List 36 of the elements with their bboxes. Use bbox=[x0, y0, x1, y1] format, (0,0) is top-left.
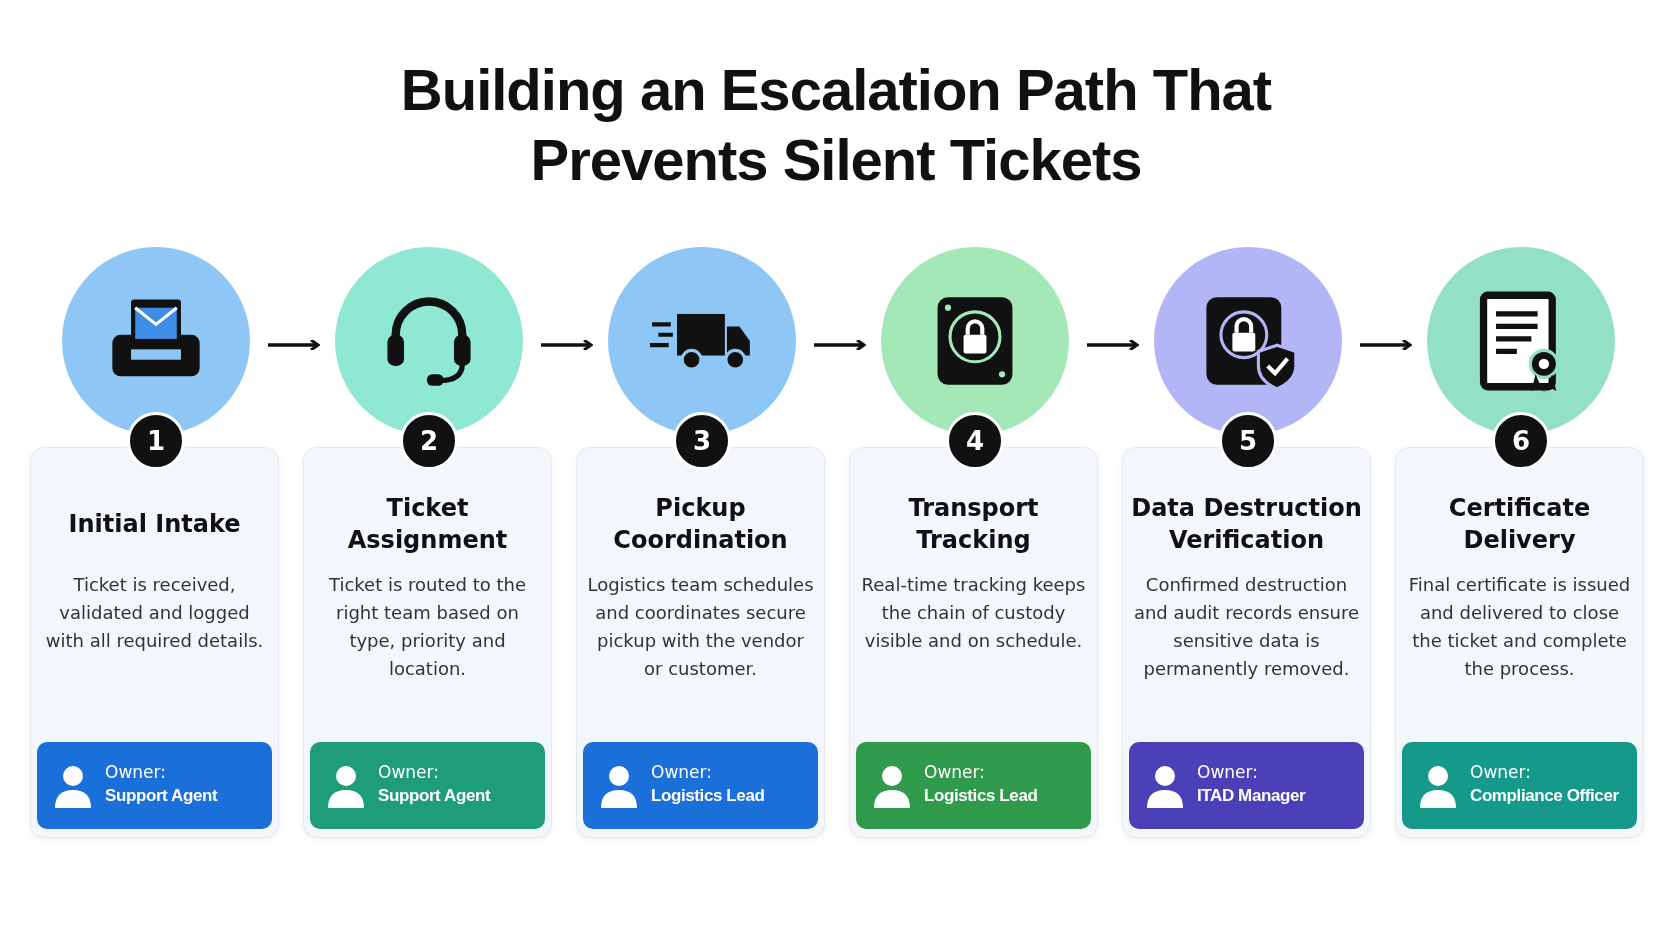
owner-name: Support Agent bbox=[105, 786, 218, 806]
step-description: Real-time tracking keeps the chain of custody visible and on schedule. bbox=[860, 573, 1087, 653]
step-title: Certificate Delivery bbox=[1447, 493, 1592, 556]
step-title: Initial Intake bbox=[68, 509, 241, 540]
owner-label: Owner: bbox=[1470, 762, 1531, 782]
step-description: Ticket is routed to the right team based on type, priority and location. bbox=[327, 573, 528, 681]
owner-badge bbox=[310, 742, 545, 829]
owner-name: Compliance Officer bbox=[1470, 786, 1619, 806]
owner-name: Support Agent bbox=[378, 786, 491, 806]
arrow bbox=[541, 338, 593, 352]
owner-badge bbox=[1402, 742, 1637, 829]
arrow bbox=[814, 338, 866, 352]
owner-name: ITAD Manager bbox=[1197, 786, 1306, 806]
step-description: Ticket is received, validated and logged with all required details. bbox=[44, 573, 265, 653]
title: Building an Escalation Path That Prevents Silent Tickets bbox=[399, 56, 1273, 194]
step-title: Transport Tracking bbox=[907, 493, 1040, 556]
step-description: Final certificate is issued and delivered to close the ticket and complete the process. bbox=[1407, 573, 1632, 681]
step-title: Data Destruction Verification bbox=[1131, 493, 1362, 556]
owner-badge bbox=[583, 742, 818, 829]
owner-badge bbox=[856, 742, 1091, 829]
owner-label: Owner: bbox=[651, 762, 712, 782]
owner-name: Logistics Lead bbox=[924, 786, 1038, 806]
step-title: Ticket Assignment bbox=[346, 493, 509, 556]
arrow bbox=[268, 338, 320, 352]
owner-label: Owner: bbox=[924, 762, 985, 782]
step-title: Pickup Coordination bbox=[612, 493, 789, 556]
step-description: Logistics team schedules and coordinates secure pickup with the vendor or customer. bbox=[587, 573, 814, 681]
arrow bbox=[1087, 338, 1139, 352]
owner-label: Owner: bbox=[1197, 762, 1258, 782]
owner-name: Logistics Lead bbox=[651, 786, 765, 806]
step-description: Confirmed destruction and audit records ensure sensitive data is permanently removed. bbox=[1133, 573, 1360, 681]
arrow bbox=[1360, 338, 1412, 352]
owner-badge bbox=[1129, 742, 1364, 829]
owner-label: Owner: bbox=[105, 762, 166, 782]
owner-label: Owner: bbox=[378, 762, 439, 782]
owner-badge bbox=[37, 742, 272, 829]
